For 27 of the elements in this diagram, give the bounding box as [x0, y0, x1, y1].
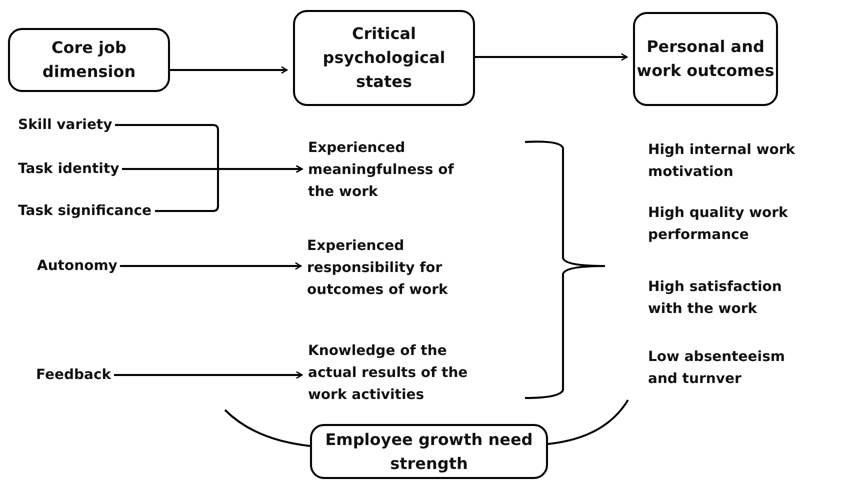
arrow [475, 53, 628, 61]
item-label: Experienced responsibility for outcomes of work [307, 237, 449, 300]
box-label: Personal and work outcomes [636, 36, 776, 82]
curved-line [224, 409, 310, 447]
rounded-box [293, 10, 475, 106]
box-label: Critical psychological states [322, 23, 446, 93]
box-label: Core job dimension [41, 37, 137, 83]
item-label: High quality work performance [648, 204, 789, 245]
item-label: High internal work motivation [648, 141, 796, 182]
arrow [114, 371, 303, 379]
item-label: Autonomy [37, 257, 118, 276]
item-label: Task significance [18, 202, 152, 221]
item-label: Low absenteeism and turnver [648, 348, 786, 389]
rounded-box [633, 12, 778, 106]
arrow [155, 165, 303, 212]
arrow [170, 66, 288, 74]
rounded-box [310, 424, 548, 479]
item-label: High satisfaction with the work [648, 278, 783, 319]
arrow [120, 262, 302, 270]
item-label: Feedback [36, 366, 112, 385]
item-label: Knowledge of the actual results of the work activities [308, 342, 469, 405]
curved-line [548, 399, 629, 445]
item-label: Skill variety [18, 116, 112, 135]
item-label: Task identity [18, 160, 120, 179]
box-label: Employee growth need strength [324, 428, 534, 474]
item-label: Experienced meaningfulness of the work [308, 139, 455, 202]
rounded-box [8, 28, 170, 92]
